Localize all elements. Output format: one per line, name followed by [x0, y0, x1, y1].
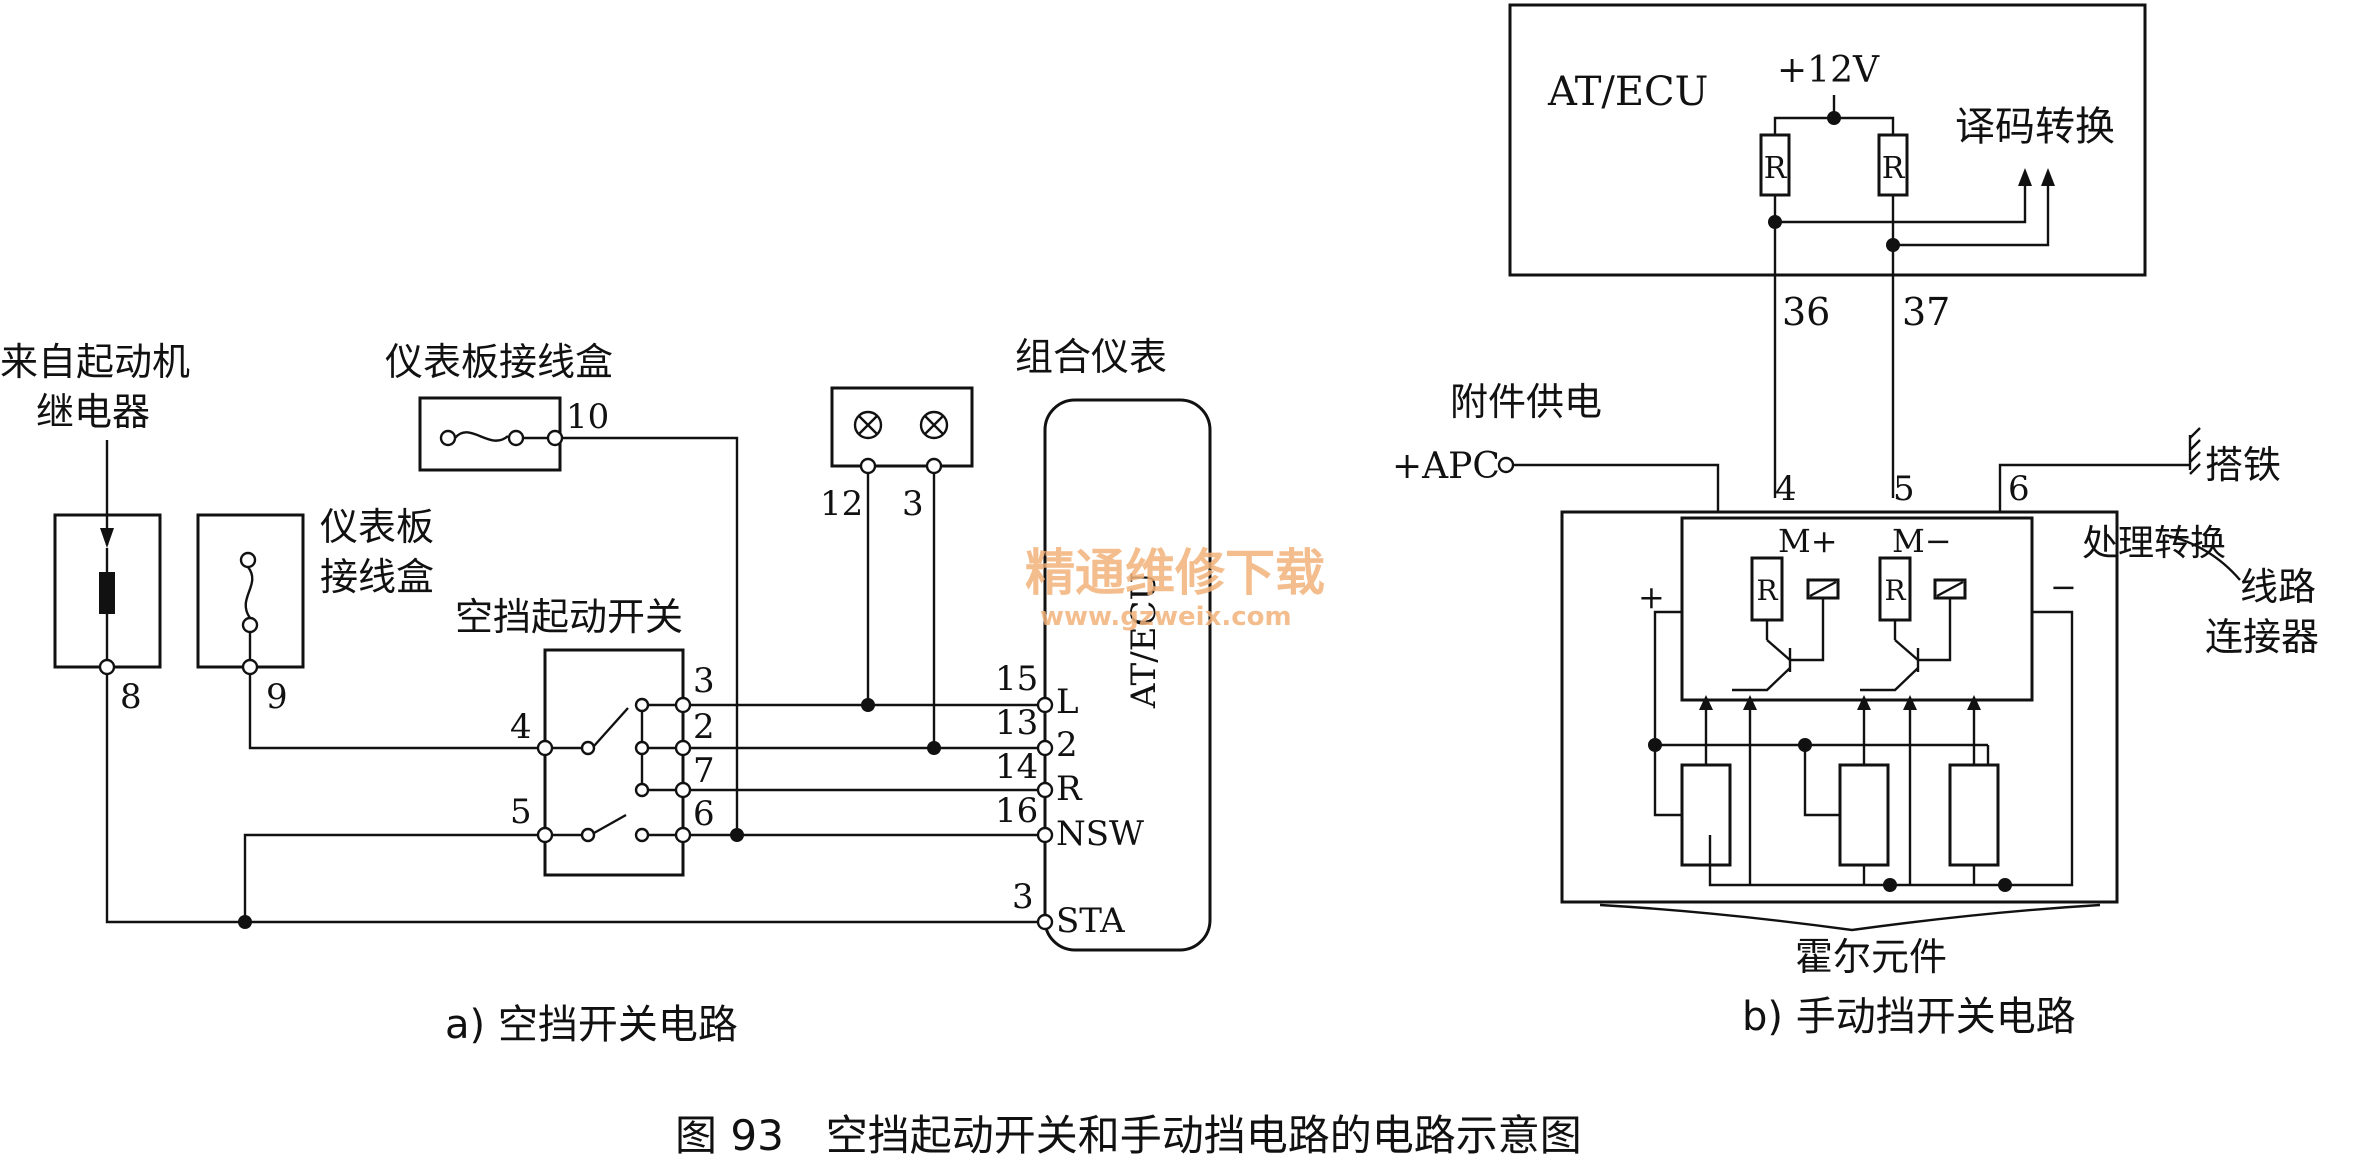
ecu-vertical-label: AT/ECU — [1124, 572, 1164, 709]
starter-relay-label-2: 继电器 — [36, 390, 150, 434]
switch-pin-5: 5 — [510, 792, 532, 832]
caption-a: a) 空挡开关电路 — [445, 1002, 738, 1048]
switch-pin-4: 4 — [510, 707, 532, 747]
watermark-url: www.gzweix.com — [1040, 602, 1292, 632]
caption-b: b) 手动挡开关电路 — [1742, 994, 2076, 1040]
switch-pin-3: 3 — [693, 661, 715, 701]
minus-label: − — [2050, 568, 2077, 606]
terminal-L: L — [1056, 682, 1079, 722]
wire-apc — [1513, 463, 1720, 512]
hall-element-2 — [1838, 763, 1890, 867]
pin-8-label: 8 — [120, 677, 142, 717]
wire-STA — [105, 674, 1038, 924]
v12-label: +12V — [1777, 50, 1880, 91]
watermark-cn: 精通维修下载 — [1025, 544, 1325, 602]
process-label: 处理转换 — [2082, 523, 2226, 564]
wire-10 — [562, 436, 739, 835]
manual-shift-circuit: AT/ECU +12V 译码转换 R R 36 37 附件供电 +APC 搭铁 … — [1392, 3, 2319, 1040]
panel-box-left-label-1: 仪表板 — [320, 505, 434, 549]
processing-module — [1680, 516, 2034, 702]
hall-label: 霍尔元件 — [1795, 935, 1947, 979]
resistor-r2-label: R — [1882, 151, 1906, 186]
pin-6-label: 6 — [2008, 469, 2030, 509]
terminal-STA: STA — [1056, 901, 1125, 941]
terminal-R: R — [1056, 769, 1083, 809]
arrow-up-icon — [1967, 695, 1981, 710]
arrow-up-icon — [2041, 168, 2055, 186]
wire-37-label: 37 — [1902, 290, 1950, 334]
arrow-up-icon — [2018, 168, 2032, 186]
resistor-r1-label: R — [1764, 151, 1788, 186]
lamp-icon — [919, 410, 949, 440]
ecu-pin-3: 3 — [1012, 877, 1034, 917]
figure-caption: 图 93 空挡起动开关和手动挡电路的电路示意图 — [675, 1111, 1582, 1160]
connector-label-2: 连接器 — [2205, 615, 2319, 659]
pin-5-label: 5 — [1893, 469, 1915, 509]
pin-9-label: 9 — [266, 677, 288, 717]
hall-element-1 — [1680, 763, 1732, 867]
cluster-label: 组合仪表 — [1015, 335, 1167, 379]
switch-blade-lower — [593, 813, 627, 835]
pin-12-label: 12 — [820, 484, 863, 524]
mminus-label: M− — [1892, 522, 1952, 560]
wire-5 — [243, 833, 538, 922]
pin-3-top-label: 3 — [902, 484, 924, 524]
terminal-8 — [98, 658, 116, 676]
arrow-up-icon — [1903, 695, 1917, 710]
arrow-up-icon — [1743, 695, 1757, 710]
ecu-pin-14: 14 — [995, 747, 1038, 787]
terminal-2: 2 — [1056, 725, 1078, 765]
cluster-box — [1043, 398, 1212, 952]
neutral-switch-circuit: 来自起动机 继电器 8 仪表板 接线盒 9 仪表板接线盒 10 — [0, 335, 1212, 1048]
relay-coil — [99, 572, 115, 614]
mplus-label: M+ — [1778, 522, 1838, 560]
ecu-pin-13: 13 — [995, 703, 1038, 743]
panel-box-left-label-2: 接线盒 — [320, 555, 434, 599]
arrow-up-icon — [1857, 695, 1871, 710]
arrow-up-icon — [1699, 695, 1713, 710]
pin-10-label: 10 — [566, 397, 609, 437]
terminal-9 — [241, 658, 259, 676]
decode-label: 译码转换 — [1955, 104, 2115, 150]
ecu-pin-15: 15 — [995, 659, 1038, 699]
connector-leader — [2164, 533, 2241, 581]
terminal-10 — [546, 429, 564, 447]
wire-36-label: 36 — [1782, 290, 1830, 334]
indicator-lamp-box — [830, 386, 974, 468]
fuse-top — [454, 431, 509, 442]
hall-element-3 — [1948, 763, 2000, 867]
ground-label: 搭铁 — [2205, 443, 2281, 487]
connector-label-1: 线路 — [2240, 565, 2316, 609]
pin-4-label: 4 — [1775, 469, 1797, 509]
starter-relay-label-1: 来自起动机 — [0, 340, 190, 384]
fuse-left — [244, 566, 254, 619]
switch-terminal-5 — [536, 826, 554, 844]
switch-pin-2: 2 — [693, 707, 715, 747]
switch-pin-7: 7 — [693, 751, 715, 791]
connector-box — [1560, 510, 2119, 904]
svg-text:R: R — [1756, 574, 1778, 607]
lamp-icon — [853, 410, 883, 440]
relay-input-arrow-head — [100, 528, 114, 548]
neutral-switch-label: 空挡起动开关 — [455, 595, 683, 639]
switch-pin-6: 6 — [693, 794, 715, 834]
acc-power-label: 附件供电 — [1450, 380, 1602, 424]
wire-9 — [248, 674, 538, 750]
ecu-pin-16: 16 — [995, 791, 1038, 831]
wire-ground — [1998, 463, 2190, 512]
apc-label: +APC — [1392, 446, 1500, 487]
switch-terminal-4 — [536, 739, 554, 757]
switch-blade-upper — [593, 707, 629, 747]
terminal-NSW: NSW — [1056, 814, 1144, 854]
svg-text:R: R — [1884, 574, 1906, 607]
ecu-label: AT/ECU — [1547, 69, 1708, 115]
neutral-switch-box — [543, 648, 685, 877]
panel-box-top-label: 仪表板接线盒 — [385, 340, 613, 384]
hall-brace — [1599, 903, 2101, 932]
plus-label: + — [1638, 578, 1665, 616]
ecu-box — [1508, 3, 2147, 277]
